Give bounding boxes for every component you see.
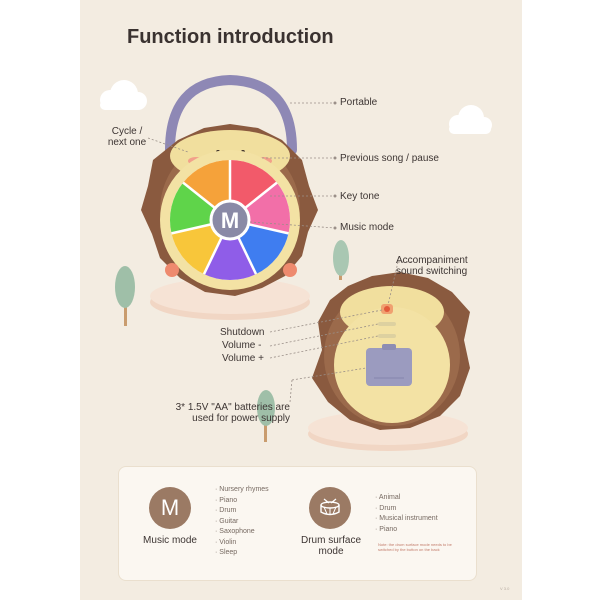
mode-summary-card: M Music mode Nursery rhymes Piano Drum G… xyxy=(118,466,477,581)
battery-cover xyxy=(366,348,412,386)
callout-portable: Portable xyxy=(340,97,378,108)
callout-accompaniment: Accompaniment sound switching xyxy=(396,255,468,277)
list-item: Guitar xyxy=(215,517,269,528)
drum-mode-icon xyxy=(309,487,351,529)
list-item: Drum xyxy=(215,506,269,517)
side-button-left-icon xyxy=(165,263,179,277)
callout-batteries: 3* 1.5V "AA" batteries are used for powe… xyxy=(175,402,290,424)
callout-volume-minus: Volume - xyxy=(222,340,262,351)
list-item: Musical instrument xyxy=(375,514,437,525)
music-mode-list: Nursery rhymes Piano Drum Guitar Saxopho… xyxy=(215,485,269,559)
volume-minus-button xyxy=(378,322,396,326)
drum-mode-label: Drum surface mode xyxy=(300,535,361,557)
drum-mode-note: Note: the drum surface mode needs to be … xyxy=(378,542,452,552)
list-item: Drum xyxy=(375,504,438,515)
side-button-right-icon xyxy=(283,263,297,277)
tree-middle xyxy=(333,240,349,280)
center-mode-button xyxy=(209,199,251,241)
cloud-right xyxy=(449,105,492,134)
carry-handle xyxy=(165,74,297,155)
callout-shutdown: Shutdown xyxy=(220,327,265,338)
tree-right xyxy=(257,390,275,442)
version-label: V 3.0 xyxy=(500,586,510,591)
volume-plus-button xyxy=(378,334,396,338)
list-item: Violin xyxy=(215,538,269,549)
callout-dots xyxy=(333,101,337,230)
callout-volume-plus: Volume + xyxy=(222,353,264,364)
music-mode-label: Music mode xyxy=(143,535,197,546)
callout-key-tone: Key tone xyxy=(340,191,380,202)
page-title: Function introduction xyxy=(127,26,334,48)
list-item: Animal xyxy=(375,493,438,504)
callout-cycle: Cycle / next one xyxy=(107,126,147,148)
callout-music-mode: Music mode xyxy=(340,222,394,233)
callout-previous-song: Previous song / pause xyxy=(340,153,439,164)
list-item: Piano xyxy=(215,496,269,507)
list-item: Saxophone xyxy=(215,527,269,538)
tree-left xyxy=(115,266,135,326)
music-mode-icon: M xyxy=(149,487,191,529)
key-segment-purple xyxy=(204,220,256,281)
cloud-left xyxy=(100,80,147,110)
drum-mode-list: Animal Drum Musical instrument Piano xyxy=(375,493,438,535)
callout-lines xyxy=(147,102,412,403)
list-item: Nursery rhymes xyxy=(215,485,268,496)
music-mode-letter: M xyxy=(160,495,180,520)
drum-icon xyxy=(320,498,340,516)
list-item: Sleep xyxy=(215,548,269,559)
center-mode-letter: M xyxy=(221,208,239,233)
list-item: Piano xyxy=(375,525,438,536)
